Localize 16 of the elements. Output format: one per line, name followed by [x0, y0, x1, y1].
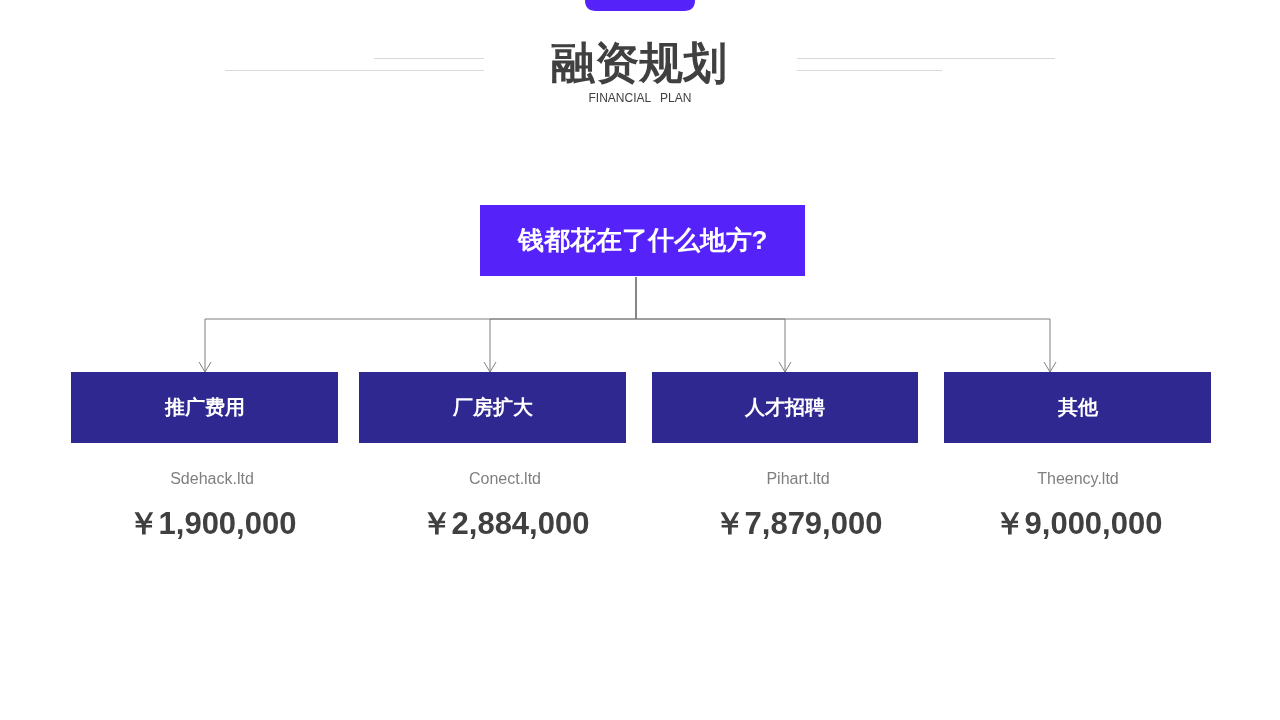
title: 融资规划 [551, 38, 727, 88]
category-box: 厂房扩大 [359, 372, 626, 443]
amount: ￥1,900,000 [127, 506, 297, 542]
subtitle: FINANCIAL PLAN [588, 91, 692, 105]
category-box: 人才招聘 [652, 372, 918, 443]
amount: ￥7,879,000 [713, 506, 883, 542]
question-box: 钱都花在了什么地方? [480, 205, 805, 276]
amount: ￥9,000,000 [993, 506, 1163, 542]
company-name: Pihart.ltd [766, 469, 830, 489]
company-name: Theency.ltd [1037, 469, 1119, 489]
arrow [635, 276, 1057, 373]
company-name: Conect.ltd [469, 469, 541, 489]
category-box: 推广费用 [71, 372, 338, 443]
amount: ￥2,884,000 [420, 506, 590, 542]
category-box: 其他 [944, 372, 1211, 443]
company-name: Sdehack.ltd [170, 469, 254, 489]
